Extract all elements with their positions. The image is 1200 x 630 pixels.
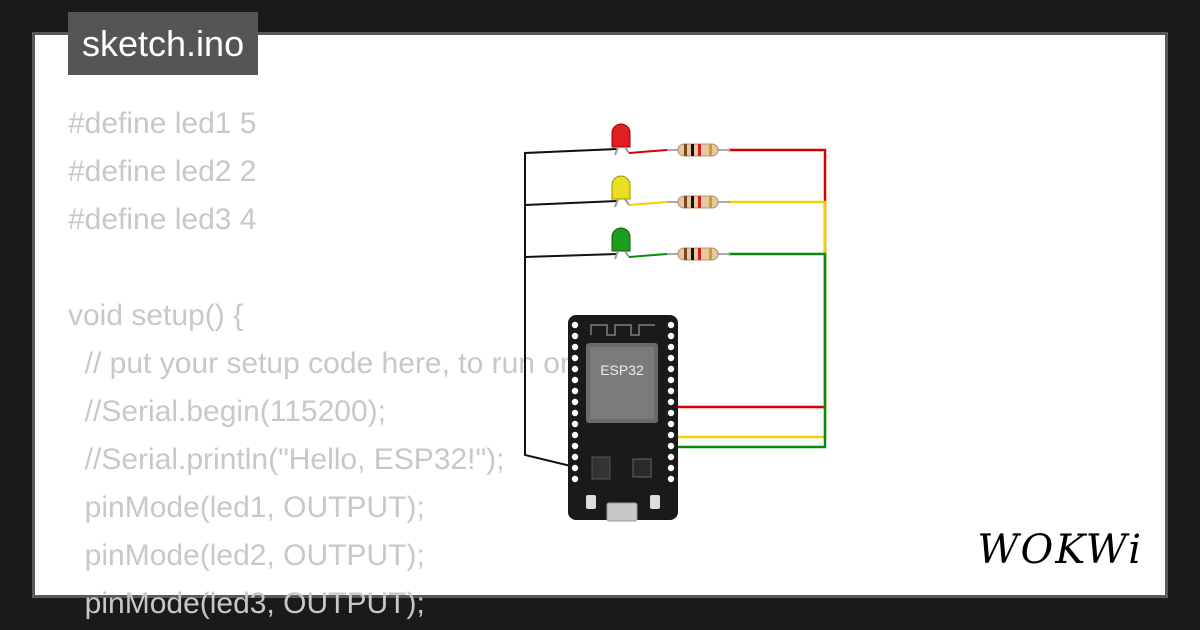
- led-green[interactable]: [611, 227, 631, 260]
- code-line: pinMode(led2, OUTPUT);: [68, 539, 425, 572]
- usb-port: [606, 502, 638, 522]
- resistor-1[interactable]: [667, 143, 730, 157]
- led-yellow[interactable]: [611, 175, 631, 208]
- code-line: #define led1 5: [68, 107, 257, 140]
- code-line: pinMode(led1, OUTPUT);: [68, 491, 425, 524]
- preview-card: #define led1 5 #define led2 2 #define led3…: [32, 32, 1168, 620]
- pin-header-left: [571, 321, 579, 483]
- resistor-3[interactable]: [667, 247, 730, 261]
- esp32-label: ESP32: [600, 362, 644, 378]
- code-line: void setup() {: [68, 299, 244, 332]
- code-line: //Serial.begin(115200);: [68, 395, 386, 428]
- code-line: //Serial.println("Hello, ESP32!");: [68, 443, 505, 476]
- pin-header-right: [667, 321, 675, 483]
- esp32-board[interactable]: ESP32: [568, 315, 678, 522]
- code-line: #define led3 4: [68, 203, 257, 236]
- file-name-tag: sketch.ino: [68, 12, 259, 75]
- code-line: // put your setup code here, to run once…: [68, 347, 617, 380]
- led-leads: [628, 149, 668, 258]
- signal-wires: [667, 148, 827, 449]
- code-editor: #define led1 5 #define led2 2 #define led3…: [68, 100, 617, 628]
- resistor-2[interactable]: [667, 195, 730, 209]
- led-red[interactable]: [611, 123, 631, 156]
- code-line: #define led2 2: [68, 155, 257, 188]
- ground-wires: [524, 148, 618, 468]
- wokwi-logo: WOKWi: [977, 527, 1143, 573]
- code-line: pinMode(led3, OUTPUT);: [68, 587, 425, 620]
- circuit-diagram: ESP32: [524, 123, 827, 522]
